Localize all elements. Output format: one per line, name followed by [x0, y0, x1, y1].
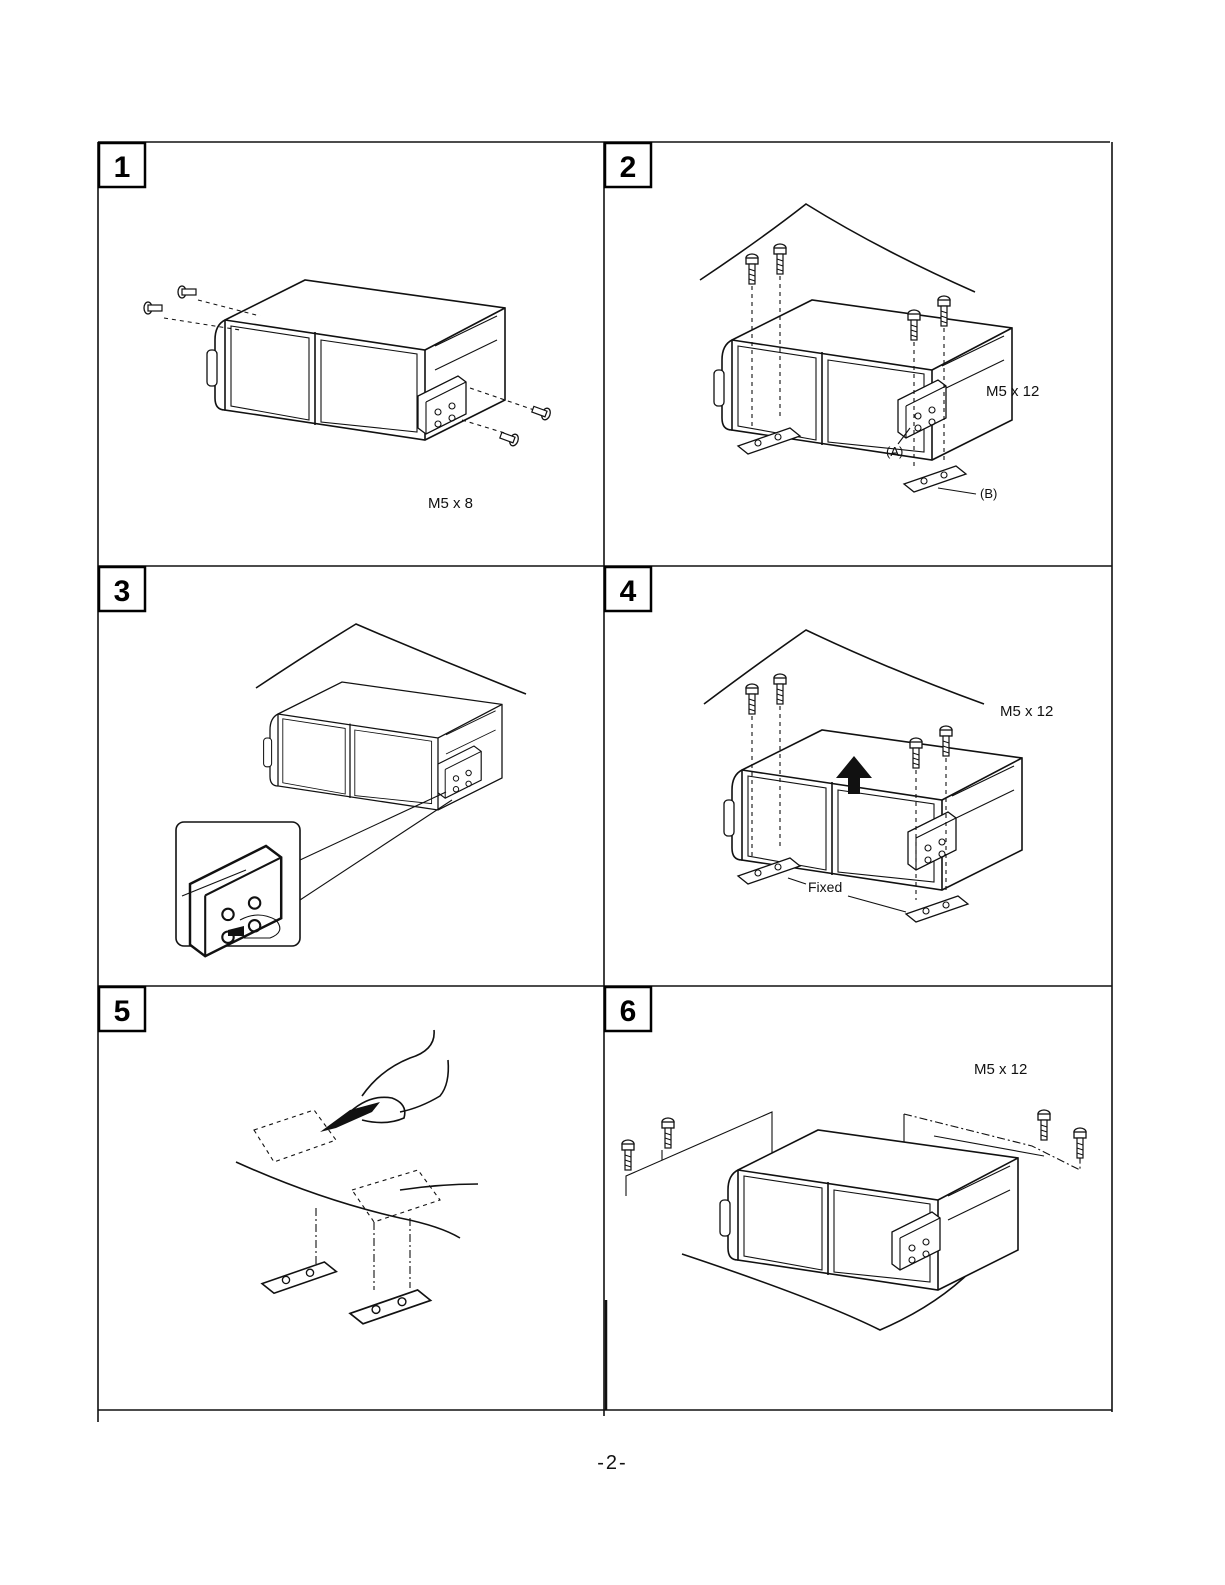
- step-number: 2: [620, 151, 637, 184]
- screw-icon: [178, 286, 196, 298]
- scissors-hand-icon: [320, 1030, 448, 1132]
- changer-illustration: [720, 1130, 1018, 1290]
- page-number: -2-: [0, 1452, 1225, 1475]
- screw-icon: [746, 684, 758, 714]
- screw-icon: [746, 254, 758, 284]
- step-number: 3: [114, 575, 131, 608]
- fixed-label: Fixed: [808, 879, 842, 895]
- screw-icon: [1038, 1110, 1050, 1140]
- screw-icon: [144, 302, 162, 314]
- panel-6: 6 M5 x 12: [605, 987, 1086, 1410]
- panel-1: 1 M5 x 8: [99, 143, 552, 512]
- screw-size-label: M5 x 12: [974, 1061, 1027, 1078]
- panel-5: 5: [99, 987, 478, 1324]
- changer-illustration: [264, 682, 502, 810]
- panel-4: 4 M5 x 12 Fixed: [605, 567, 1053, 922]
- mounting-surface-outline: [700, 204, 975, 292]
- screw-icon: [1074, 1128, 1086, 1158]
- mounting-plate-icon: [906, 896, 968, 922]
- mounting-plate-icon: [262, 1262, 336, 1293]
- part-label-b: (B): [980, 486, 997, 501]
- mounting-surface-outline: [256, 624, 526, 694]
- mounting-surface-outline: [236, 1162, 460, 1238]
- screw-icon: [531, 404, 552, 421]
- screw-size-label: M5 x 12: [986, 383, 1039, 400]
- screw-size-label: M5 x 12: [1000, 703, 1053, 720]
- cut-outline: [352, 1170, 440, 1222]
- step-number: 5: [114, 995, 131, 1028]
- screw-icon: [622, 1140, 634, 1170]
- step-number: 4: [620, 575, 637, 608]
- step-number: 6: [620, 995, 637, 1028]
- mounting-plate-icon: [350, 1290, 431, 1324]
- screw-size-label: M5 x 8: [428, 495, 473, 512]
- cut-outline: [254, 1110, 336, 1162]
- panel-2: 2 M5 x 12 (A) (B): [605, 143, 1039, 501]
- screw-icon: [662, 1118, 674, 1148]
- screw-icon: [774, 674, 786, 704]
- screw-icon: [499, 430, 520, 447]
- part-label-a: (A): [886, 444, 903, 459]
- screw-icon: [774, 244, 786, 274]
- changer-illustration: [714, 300, 1012, 460]
- mounting-plate-icon: [904, 466, 966, 492]
- step-number: 1: [114, 151, 131, 184]
- panel-3: 3: [99, 567, 526, 956]
